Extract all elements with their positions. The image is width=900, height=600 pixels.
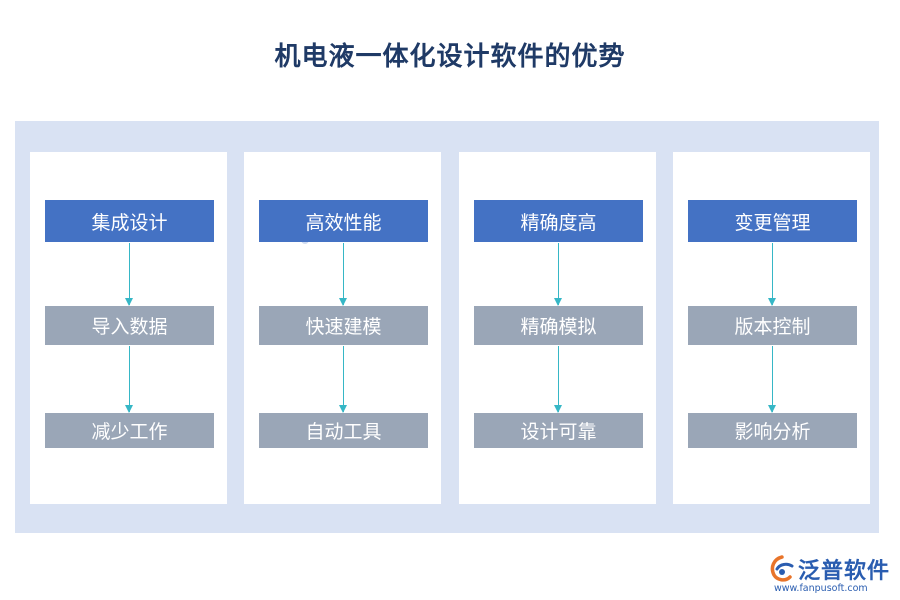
column-header: 精确度高 — [474, 200, 643, 242]
column-header: 变更管理 — [688, 200, 857, 242]
diagram-panel: 集成设计 导入数据 减少工作 高效性能 快速建模 自动工具 精确度高 精确模拟 … — [15, 121, 879, 533]
brand-logo: 泛普软件 www.fanpusoft.com — [768, 553, 893, 595]
down-arrow — [768, 346, 776, 413]
column-4: 变更管理 版本控制 影响分析 — [673, 152, 870, 504]
column-1: 集成设计 导入数据 减少工作 — [30, 152, 227, 504]
down-arrow — [554, 346, 562, 413]
column-header: 高效性能 — [259, 200, 428, 242]
down-arrow — [125, 243, 133, 306]
step-box: 快速建模 — [259, 306, 428, 345]
down-arrow — [339, 346, 347, 413]
column-header: 集成设计 — [45, 200, 214, 242]
fanpu-logo-icon — [770, 555, 794, 582]
step-box: 设计可靠 — [474, 413, 643, 448]
down-arrow — [554, 243, 562, 306]
down-arrow — [339, 243, 347, 306]
step-box: 自动工具 — [259, 413, 428, 448]
column-3: 精确度高 精确模拟 设计可靠 — [459, 152, 656, 504]
brand-name: 泛普软件 — [798, 559, 891, 584]
down-arrow — [768, 243, 776, 306]
step-box: 版本控制 — [688, 306, 857, 345]
brand-url: www.fanpusoft.com — [774, 583, 868, 594]
diagram-title: 机电液一体化设计软件的优势 — [274, 42, 626, 72]
down-arrow — [125, 346, 133, 413]
step-box: 影响分析 — [688, 413, 857, 448]
column-2: 高效性能 快速建模 自动工具 — [244, 152, 441, 504]
watermark-icon — [301, 236, 335, 244]
step-box: 导入数据 — [45, 306, 214, 345]
step-box: 精确模拟 — [474, 306, 643, 345]
step-box: 减少工作 — [45, 413, 214, 448]
